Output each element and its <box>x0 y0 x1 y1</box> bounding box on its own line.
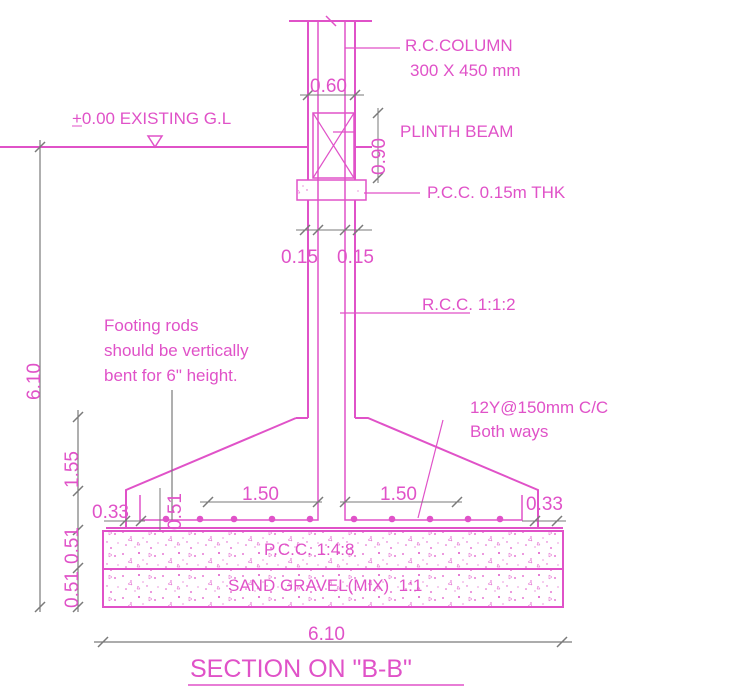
rebar-dot <box>496 515 504 523</box>
right-half-dim: 1.50 <box>380 484 417 505</box>
plinth-beam-dim: 0.90 <box>369 138 390 175</box>
sand-gravel-layer <box>102 568 564 608</box>
section-title: SECTION ON "B-B" <box>190 655 412 683</box>
dim-tick <box>135 515 147 527</box>
footing-note-line3: bent for 6" height. <box>104 366 238 385</box>
pcc-layer-dim: 0.51 <box>62 527 83 564</box>
rebar-dot <box>268 515 276 523</box>
pcc-layer <box>102 530 564 570</box>
dim-tick <box>302 89 314 101</box>
footing-note-line1: Footing rods <box>104 316 199 335</box>
rebar-spec-leader <box>417 419 444 519</box>
dim-tick <box>72 601 84 613</box>
dim-tick <box>72 524 84 536</box>
footing-outline <box>125 417 539 527</box>
dim-tick <box>372 172 384 184</box>
plinth-beam <box>312 112 355 179</box>
dim-tick <box>556 636 568 648</box>
dim-tick <box>97 636 109 648</box>
dim-tick <box>312 496 324 508</box>
left-half-dim: 1.50 <box>242 484 279 505</box>
left-offset-dim: 0.15 <box>281 247 318 268</box>
dim-tick <box>529 515 541 527</box>
rebar-dots <box>162 515 504 523</box>
dim-tick <box>372 107 384 119</box>
dim-tick <box>72 562 84 574</box>
footing-bottom-rebar <box>139 418 523 521</box>
dim-tick <box>339 224 351 236</box>
column-top-tick <box>325 15 337 27</box>
dim-tick <box>451 496 463 508</box>
rebar-dot <box>230 515 238 523</box>
rebar-dot <box>350 515 358 523</box>
plinth-beam-cross-2 <box>312 112 355 179</box>
dim-tick <box>349 89 361 101</box>
ground-level-marker <box>146 135 164 149</box>
ground-level-label: +0.00 EXISTING G.L <box>72 109 231 128</box>
rebar-dot <box>388 515 396 523</box>
left-edge-dim: 0.33 <box>92 502 129 523</box>
column-label-line1: R.C.COLUMN <box>405 36 513 55</box>
dim-tick <box>34 141 46 153</box>
rebar-spec-line1: 12Y@150mm C/C <box>470 398 608 417</box>
pcc-layer-label: P.C.C. 1:4:8 <box>264 540 354 559</box>
rebar-dot <box>426 515 434 523</box>
footing-slope-dim: 1.55 <box>62 451 83 488</box>
rebar-dot <box>306 515 314 523</box>
dim-tick <box>551 515 563 527</box>
total-depth-dim: 6.10 <box>24 363 45 400</box>
dim-tick <box>299 224 311 236</box>
column-width-dim: 0.60 <box>310 76 347 97</box>
right-offset-dim: 0.15 <box>337 247 374 268</box>
plinth-pcc-right-fill <box>356 181 365 199</box>
plinth-beam-label: PLINTH BEAM <box>400 122 513 141</box>
right-edge-dim: 0.33 <box>526 494 563 515</box>
dim-tick <box>202 496 214 508</box>
footing-edge-height-dim: 0.51 <box>165 493 186 530</box>
dim-tick <box>34 601 46 613</box>
dim-tick <box>312 224 324 236</box>
rebar-dot <box>196 515 204 523</box>
plinth-pcc <box>296 179 367 201</box>
sand-layer-dim: 0.51 <box>62 571 83 608</box>
dim-tick <box>72 485 84 497</box>
rebar-dot <box>162 515 170 523</box>
dim-tick <box>119 515 131 527</box>
dim-tick <box>352 224 364 236</box>
footing-note-line2: should be vertically <box>104 341 249 360</box>
dim-tick <box>72 411 84 423</box>
rcc-mix-label: R.C.C. 1:1:2 <box>422 295 516 314</box>
column-label-line2: 300 X 450 mm <box>410 61 521 80</box>
pcc-thk-label: P.C.C. 0.15m THK <box>427 183 566 202</box>
total-width-dim: 6.10 <box>308 624 345 645</box>
sand-layer-label: SAND GRAVEL(MIX) 1:1 <box>228 576 422 595</box>
plinth-pcc-left-fill <box>298 181 308 199</box>
dim-tick <box>339 496 351 508</box>
rebar-dot <box>464 515 472 523</box>
rebar-spec-line2: Both ways <box>470 422 548 441</box>
